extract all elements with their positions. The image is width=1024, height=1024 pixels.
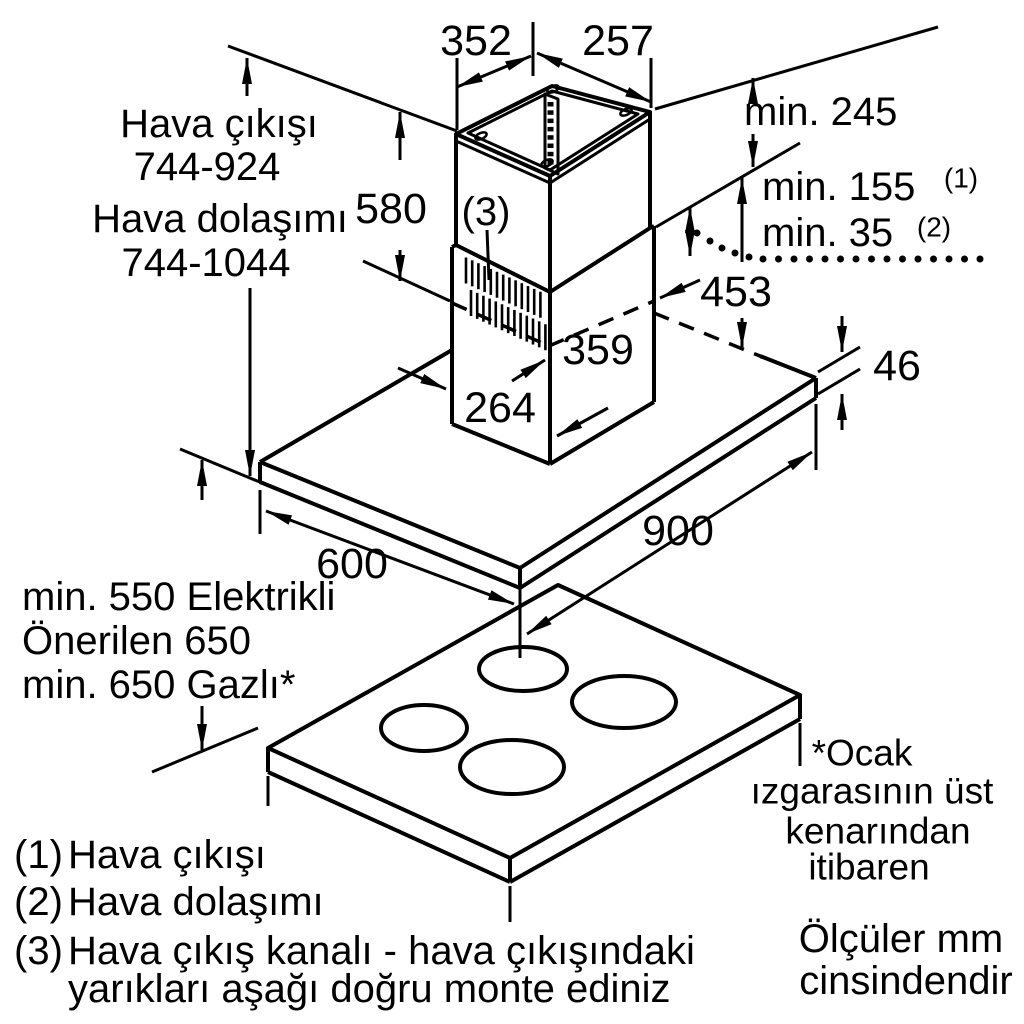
burners	[379, 645, 678, 796]
clearance-electric: min. 550 Elektrikli	[22, 575, 335, 619]
dim-352-label: 352	[440, 17, 512, 65]
clearance-recommended: Önerilen 650	[22, 619, 251, 663]
dim-264-label: 264	[464, 384, 536, 432]
marker3-label: (3)	[462, 190, 511, 234]
dimension-lines	[197, 51, 984, 750]
legend-2-num: (2)	[14, 880, 63, 924]
air-circ-range: 744-1044	[121, 241, 290, 285]
dim-600-label: 600	[316, 540, 388, 588]
dim-359-label: 359	[562, 326, 634, 374]
dim-46-label: 46	[873, 342, 921, 390]
air-out-label: Hava çıkışı	[120, 102, 318, 146]
clearance-gas: min. 650 Gazlı*	[22, 663, 295, 707]
dim-600-line	[265, 509, 515, 606]
chimney-top-rim-inner	[466, 89, 640, 172]
dim-352-line	[456, 54, 532, 89]
burner-front	[458, 738, 566, 796]
dim-257-label: 257	[582, 17, 654, 65]
air-circ-label: Hava dolaşımı	[92, 197, 348, 241]
hidden-plane-leader	[659, 278, 701, 300]
legend-1-num: (1)	[14, 833, 63, 877]
legend-2-text: Hava dolaşımı	[68, 880, 324, 924]
footnote-line-4: itibaren	[808, 847, 929, 888]
dim-155-label: min. 155	[762, 165, 915, 209]
footnote-line-3: kenarından	[785, 811, 970, 852]
air-out-range: 744-924	[134, 145, 281, 189]
dim-453-label: 453	[700, 268, 772, 316]
diagram-labels: 352 257 min. 245 Hava çıkışı 744-924 Hav…	[14, 17, 1013, 1011]
dim-900-line	[526, 450, 813, 636]
dotted-reference-line	[693, 229, 984, 263]
footnote-line-2: ızgarasının üst	[751, 771, 994, 812]
chimney-duct	[450, 84, 656, 466]
hidden-plane-left	[451, 301, 550, 348]
dim-35-label: min. 35	[762, 211, 893, 255]
marker3-leader	[485, 229, 491, 281]
units-note-line-1: Ölçüler mm	[799, 917, 1003, 961]
dim-245-label: min. 245	[744, 90, 897, 134]
units-note-line-2: cinsindendir	[799, 959, 1012, 1003]
dim-580-label: 580	[355, 185, 427, 233]
dim-264-leader-right	[511, 358, 546, 383]
legend-3-text-2: yarıkları aşağı doğru monte ediniz	[68, 967, 671, 1011]
burner-left	[379, 703, 469, 753]
dim-35-ref: (2)	[917, 212, 951, 243]
hidden-plane-right	[548, 299, 655, 348]
extension-lines	[151, 22, 939, 774]
dim-264-leader-left	[397, 366, 447, 391]
dim-257-line	[536, 51, 652, 104]
legend-1-text: Hava çıkışı	[68, 833, 266, 877]
dim-900-label: 900	[642, 507, 714, 555]
legend-3-text: Hava çıkış kanalı - hava çıkışındaki	[68, 929, 695, 973]
dim-359-leader	[556, 406, 609, 438]
legend-3-num: (3)	[14, 929, 63, 973]
mounting-rail-holes	[547, 102, 554, 165]
footnote-line-1: *Ocak	[812, 733, 913, 774]
burner-right	[570, 674, 678, 730]
cooktop	[266, 583, 802, 922]
burner-back	[477, 645, 569, 693]
dim-155-ref: (1)	[944, 163, 978, 194]
